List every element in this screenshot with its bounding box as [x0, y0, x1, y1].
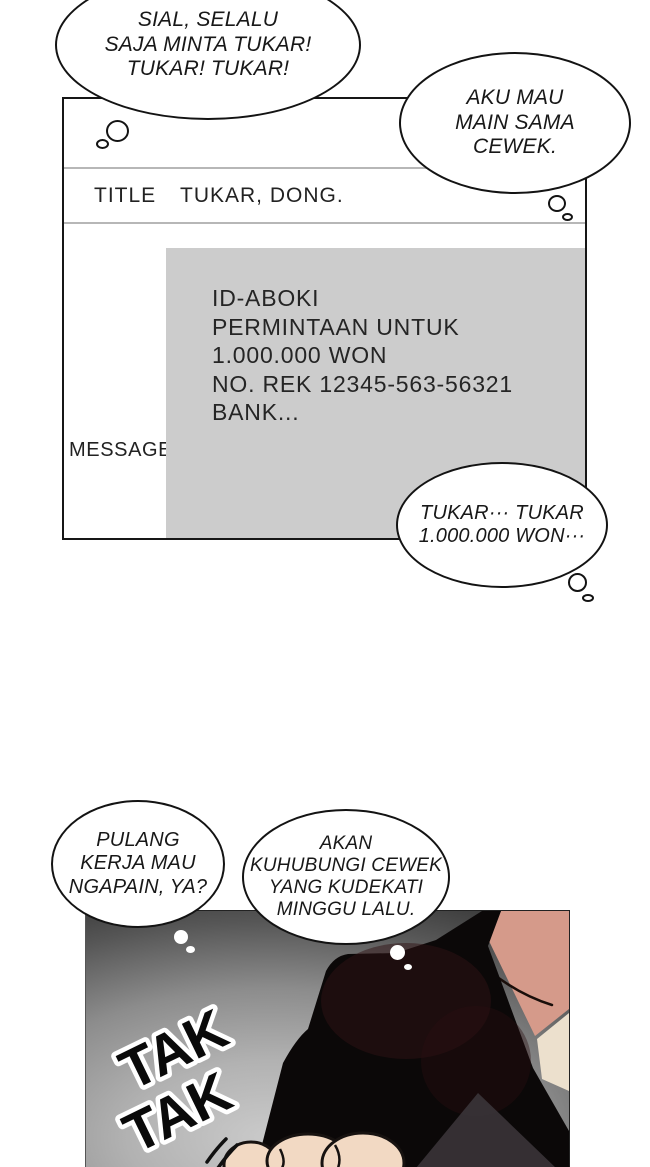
- hand-knuckles: [222, 1131, 406, 1167]
- thought-tail-dot: [96, 139, 109, 149]
- message-field-label: MESSAGE: [69, 439, 173, 461]
- thought-tail-dot: [404, 964, 412, 970]
- thought-tail-dot: [568, 573, 587, 592]
- bubble-text: AKU MAU MAIN SAMA CEWEK.: [455, 86, 575, 159]
- bubble-text: SIAL, SELALU SAJA MINTA TUKAR! TUKAR! TU…: [104, 8, 312, 81]
- thought-bubble-tukar: TUKAR··· TUKAR 1.000.000 WON···: [396, 462, 608, 588]
- form-divider: [64, 222, 585, 224]
- thought-bubble-pulang: PULANG KERJA MAU NGAPAIN, YA?: [51, 800, 225, 928]
- motion-lines: [205, 1137, 239, 1167]
- panel-drawing: TAK TAK: [86, 911, 569, 1167]
- thought-tail-dot: [186, 946, 195, 953]
- thought-bubble-aku: AKU MAU MAIN SAMA CEWEK.: [399, 52, 631, 194]
- title-field-value: TUKAR, DONG.: [180, 184, 344, 207]
- message-text: ID-ABOKI PERMINTAAN UNTUK 1.000.000 WON …: [212, 285, 513, 425]
- jacket-shade: [416, 1093, 555, 1167]
- thought-tail-dot: [562, 213, 573, 221]
- silhouette-shade: [321, 943, 491, 1059]
- bubble-text: PULANG KERJA MAU NGAPAIN, YA?: [68, 828, 208, 898]
- thought-tail-dot: [390, 945, 405, 960]
- thought-tail-dot: [582, 594, 594, 602]
- art-panel: TAK TAK: [85, 910, 570, 1167]
- thought-tail-dot: [548, 195, 566, 212]
- thought-bubble-akan: AKAN KUHUBUNGI CEWEK YANG KUDEKATI MINGG…: [242, 809, 450, 945]
- thought-tail-dot: [174, 930, 188, 944]
- thought-bubble-sial: SIAL, SELALU SAJA MINTA TUKAR! TUKAR! TU…: [55, 0, 361, 120]
- thought-tail-dot: [106, 120, 129, 142]
- shirt-collar: [537, 1013, 569, 1091]
- form-divider: [64, 167, 585, 169]
- bubble-text: TUKAR··· TUKAR 1.000.000 WON···: [418, 501, 586, 547]
- bubble-text: AKAN KUHUBUNGI CEWEK YANG KUDEKATI MINGG…: [250, 832, 442, 921]
- silhouette-shade: [421, 1006, 531, 1116]
- title-field-label: TITLE: [94, 184, 157, 207]
